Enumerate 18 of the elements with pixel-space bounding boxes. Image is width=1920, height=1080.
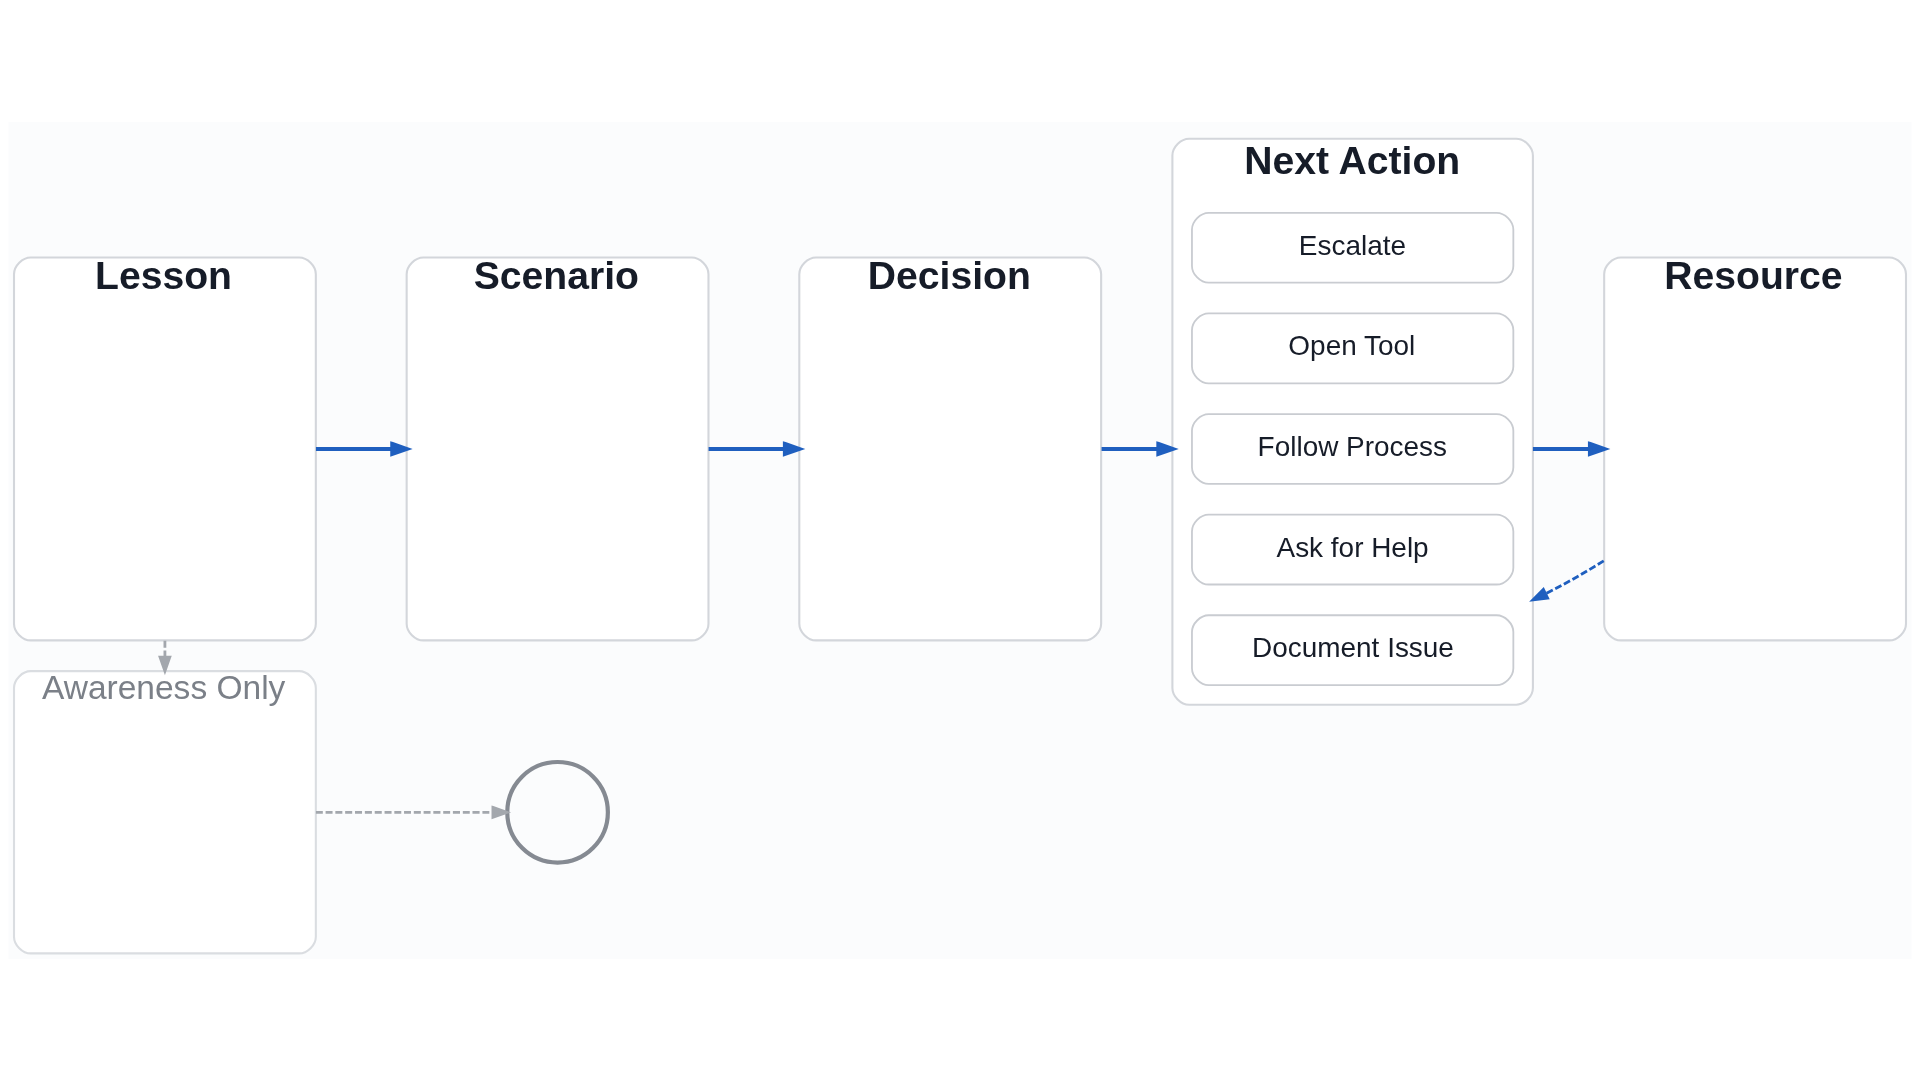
node-box: Escalate [1191, 211, 1515, 284]
node-box: Open Tool [1191, 312, 1515, 384]
node-circle [505, 759, 610, 865]
arrow [708, 440, 806, 457]
arrow [1101, 440, 1179, 457]
node-box: Resource [1603, 256, 1908, 641]
arrow [315, 440, 413, 457]
arrow [315, 804, 512, 819]
node-box: Follow Process [1191, 412, 1515, 485]
arrow [1532, 440, 1611, 457]
node-box: Awareness Only [12, 669, 317, 954]
arrow [158, 640, 172, 675]
node-box: Decision [798, 256, 1103, 641]
node-box: Ask for Help [1191, 513, 1515, 585]
node-box: Lesson [12, 256, 317, 641]
node-box: Scenario [405, 256, 710, 641]
node-box: Document Issue [1191, 613, 1515, 686]
arrow [1529, 559, 1605, 602]
